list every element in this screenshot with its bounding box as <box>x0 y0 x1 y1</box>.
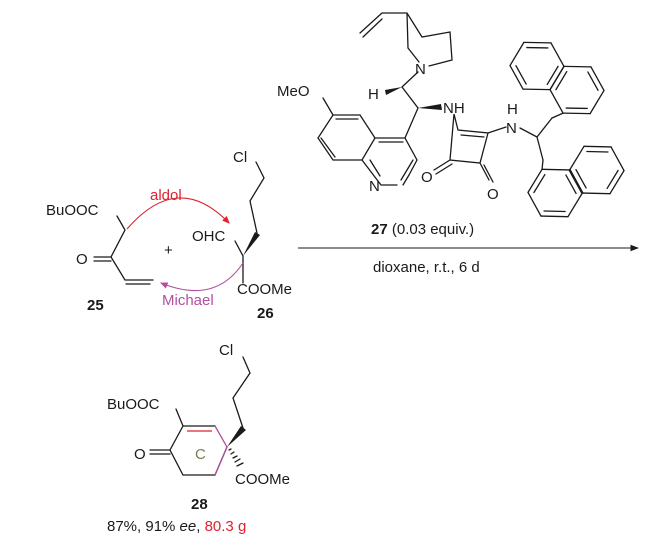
quinoline-n-label: N <box>369 178 380 195</box>
catalyst-27: N H NH MeO N O O H N 27 (0.03 equiv.) <box>277 12 625 238</box>
amine-h-label: H <box>507 101 518 118</box>
ee-label: ee <box>180 518 197 535</box>
compound-25: BuOOC O 25 <box>46 202 154 314</box>
chloro-label: Cl <box>219 342 233 359</box>
quinuclidine-n-label: N <box>415 61 426 78</box>
methoxy-label: MeO <box>277 83 310 100</box>
separator: , <box>196 518 204 535</box>
yield-line: 87%, 91% ee, 80.3 g <box>107 518 246 535</box>
aldol-arrow <box>126 197 230 230</box>
compound-28: Cl BuOOC O C COOMe 28 87%, 91% ee, 80.3 … <box>107 342 290 535</box>
ring-c-label: C <box>195 446 206 463</box>
oxo-label: O <box>76 251 88 268</box>
oxo-label: O <box>134 446 146 463</box>
plus-sign: + <box>164 242 173 259</box>
naphthyl-groups <box>509 41 625 218</box>
chloro-label: Cl <box>233 149 247 166</box>
ester-label: COOMe <box>237 281 292 298</box>
conditions-label: dioxane, r.t., 6 d <box>373 259 480 276</box>
amine-n-label: N <box>506 120 517 137</box>
michael-arrow <box>159 262 244 292</box>
wedge-bond <box>243 232 260 256</box>
yield-value: 87%, 91% <box>107 518 180 535</box>
compound-26: Cl OHC COOMe 26 <box>192 149 292 322</box>
aldehyde-label: OHC <box>192 228 226 245</box>
h-label: H <box>368 86 379 103</box>
catalyst-amount: (0.03 equiv.) <box>392 221 474 238</box>
compound-label-25: 25 <box>87 297 104 314</box>
oxo1-label: O <box>421 169 433 186</box>
catalyst-caption: 27 (0.03 equiv.) <box>371 221 474 238</box>
ester-label: COOMe <box>235 471 290 488</box>
mass-value: 80.3 g <box>205 518 247 535</box>
buooc-label: BuOOC <box>107 396 160 413</box>
compound-label-27: 27 <box>371 221 388 238</box>
compound-label-28: 28 <box>191 496 208 513</box>
compound-label-26: 26 <box>257 305 274 322</box>
michael-label: Michael <box>162 292 214 309</box>
oxo2-label: O <box>487 186 499 203</box>
nh-label: NH <box>443 100 465 117</box>
aldol-label: aldol <box>150 187 182 204</box>
buooc-label: BuOOC <box>46 202 99 219</box>
